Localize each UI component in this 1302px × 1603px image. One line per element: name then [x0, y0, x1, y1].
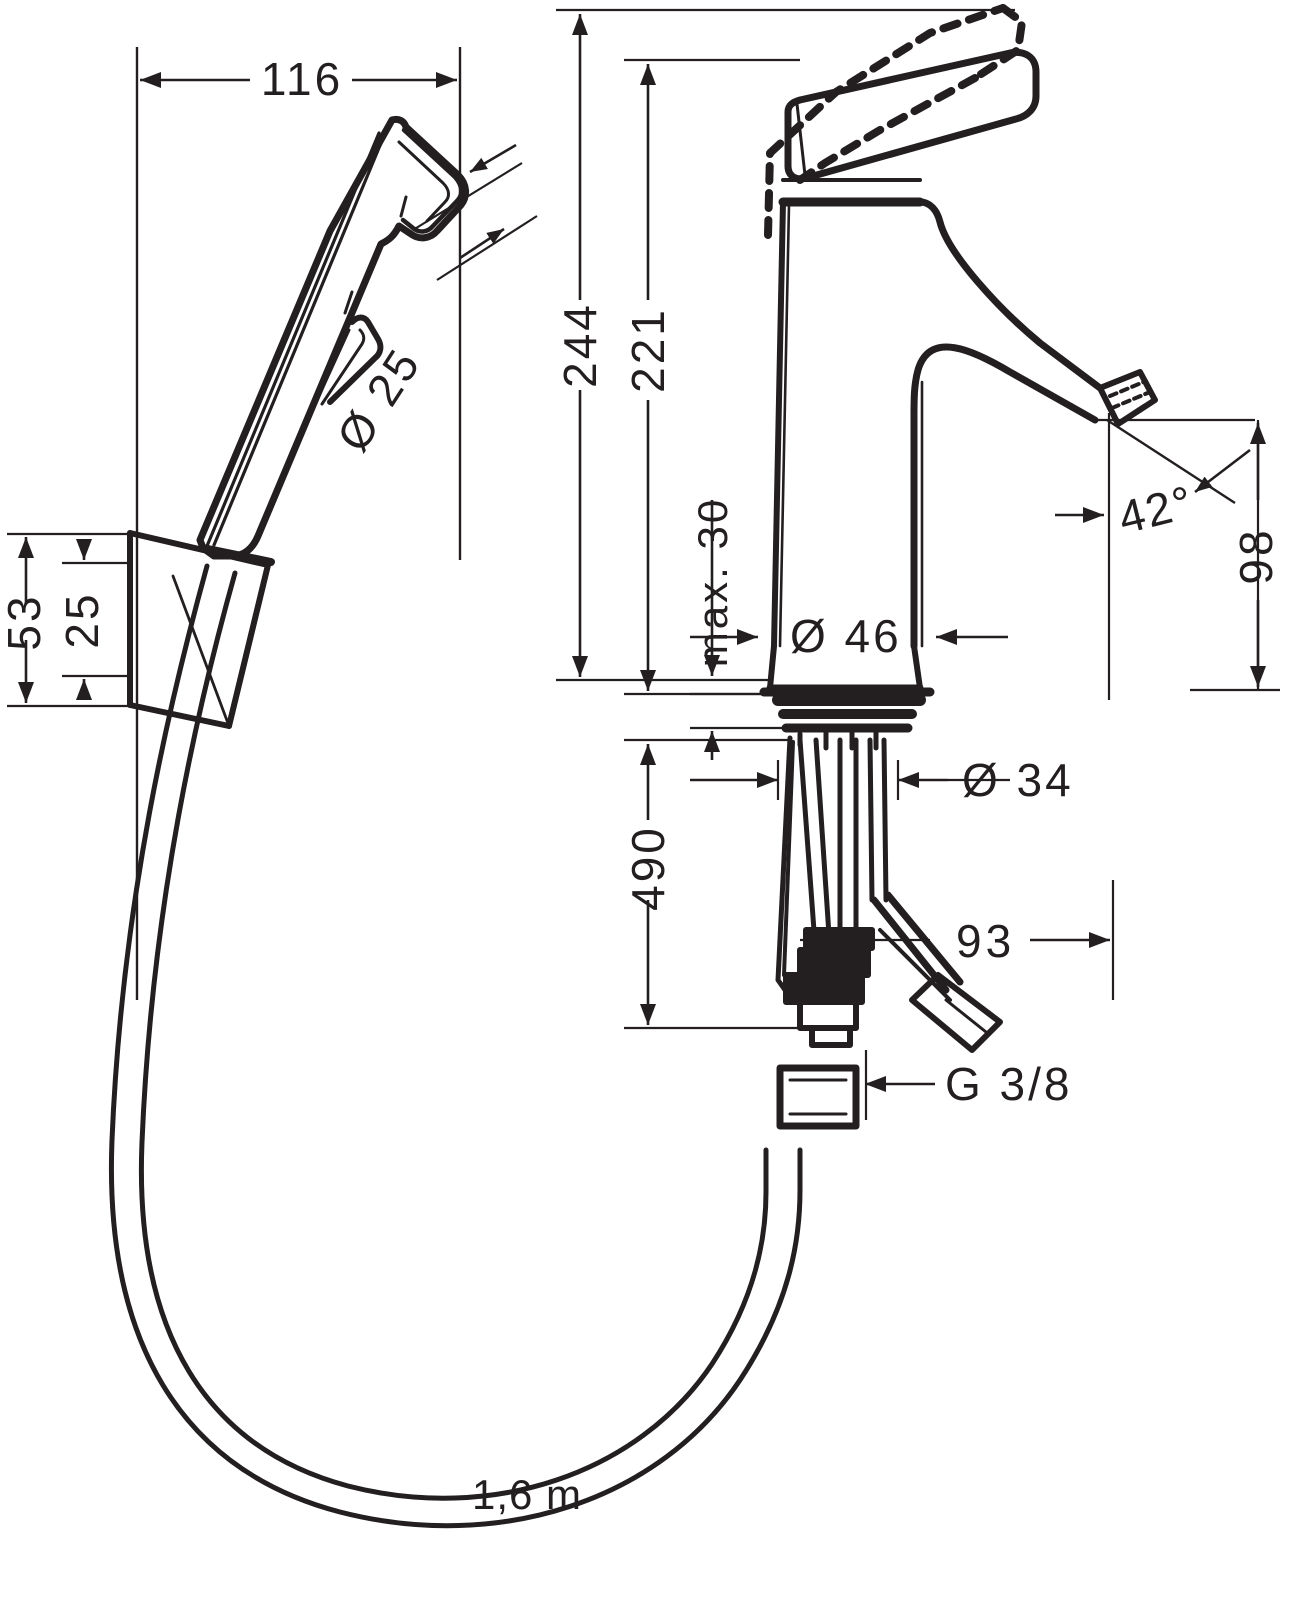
dimension-labels: 116 Ø 25 53 25 1,6 m 244 221 max. 30 Ø 4… [0, 53, 1282, 1518]
shower-hose [108, 563, 803, 1529]
dimension-diameter-34: Ø 34 [962, 754, 1074, 806]
dimension-93: 93 [956, 915, 1015, 967]
dimension-244: 244 [554, 302, 606, 388]
mixer-body [759, 178, 1158, 697]
dimension-53: 53 [0, 593, 50, 650]
dimension-490: 490 [622, 825, 674, 911]
dimension-max-30: max. 30 [689, 497, 736, 667]
dimension-thread-g38: G 3/8 [945, 1058, 1073, 1110]
dimension-diameter-46: Ø 46 [790, 610, 902, 662]
dimension-221: 221 [622, 307, 674, 393]
dimension-98: 98 [1230, 527, 1282, 584]
lever-handle [784, 48, 1040, 183]
dimension-116: 116 [261, 53, 343, 105]
dimension-lines [7, 8, 1280, 1120]
product-geometry [108, 4, 1158, 1529]
dimension-25: 25 [56, 591, 108, 648]
dimension-hose-length: 1,6 m [472, 1471, 582, 1518]
shank-assembly [772, 694, 1003, 1130]
